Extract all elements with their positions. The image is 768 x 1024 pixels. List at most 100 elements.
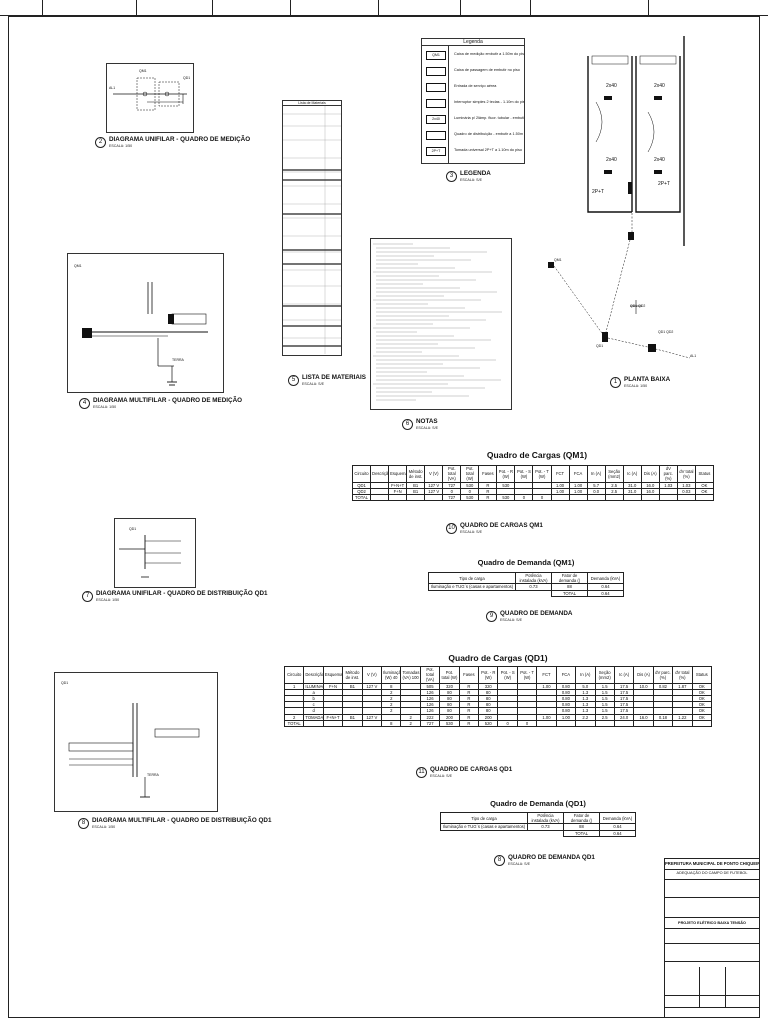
table-row: Iluminação e TUG´s (casas e apartamentos… bbox=[428, 583, 624, 591]
column-header: Fator de demanda () bbox=[551, 571, 588, 585]
table-cell bbox=[604, 493, 624, 502]
table-cell: ILUMINAÇÃO bbox=[303, 682, 324, 690]
column-header: Pot. - T (W) bbox=[532, 465, 552, 483]
column-header: Status bbox=[694, 465, 715, 483]
unifilar-qd1-svg bbox=[119, 535, 181, 578]
caption-unifilar-medicao: 2 DIAGRAMA UNIFILAR - QUADRO DE MEDIÇÃO … bbox=[95, 136, 250, 149]
table-cell: 10.0 bbox=[633, 682, 654, 690]
cargas-qd1-title: Quadro de Cargas (QD1) bbox=[448, 653, 548, 663]
qm1-label: QM1 bbox=[74, 264, 82, 268]
column-header: Pot. - R (W) bbox=[478, 666, 499, 684]
qd1-label: QD1 bbox=[183, 76, 191, 80]
table-cell: 0 bbox=[514, 493, 534, 502]
caption-cargas-qm1: 10 QUADRO DE CARGAS QM1 ESCALA: S/E bbox=[446, 522, 543, 535]
table-cell: 5.0 bbox=[575, 682, 596, 690]
caption-scale: ESCALA: S/E bbox=[416, 426, 438, 430]
table-cell bbox=[388, 493, 408, 502]
planta-label: 2x40 bbox=[606, 83, 617, 89]
table-cell: Iluminação e TUG´s (casas e apartamentos… bbox=[428, 583, 516, 591]
caption-title: LEGENDA bbox=[460, 170, 491, 177]
table-cell: OK bbox=[691, 694, 713, 703]
table-cell bbox=[370, 487, 390, 496]
table-cell: 0.80 bbox=[555, 694, 577, 703]
planta-label: 2x40 bbox=[654, 157, 665, 163]
table-cell: 0 bbox=[442, 487, 462, 496]
planta-label: 2P+T bbox=[592, 189, 605, 195]
caption-scale: ESCALA: S/E bbox=[430, 774, 452, 778]
legend-item-text: Luminária p/ 2lâmp. fluor. tubular - emb… bbox=[454, 116, 524, 120]
column-header: FCA bbox=[568, 465, 588, 483]
caption-number: 3 bbox=[446, 171, 457, 182]
table-cell: 17.5 bbox=[613, 701, 635, 709]
column-header: Iluminação (W) 40 bbox=[381, 666, 402, 684]
column-header: V (V) bbox=[361, 666, 383, 684]
table-cell: 1.3 bbox=[575, 694, 596, 703]
caption-scale: ESCALA: 1/50 bbox=[109, 144, 133, 148]
caption-number: 7 bbox=[82, 591, 93, 602]
table-cell: 2.2 bbox=[575, 713, 596, 721]
strip-divider bbox=[530, 0, 531, 16]
table-cell: 1.3 bbox=[575, 701, 596, 709]
title-block-divider bbox=[665, 961, 759, 962]
table-cell bbox=[361, 719, 383, 728]
table-cell: 2 bbox=[400, 719, 421, 728]
table-cell: 17.5 bbox=[613, 707, 635, 715]
legend-item-text: Quadro de distribuição - embutir a 1.50m… bbox=[454, 132, 524, 136]
notas-text-lines bbox=[373, 243, 502, 401]
table-cell: 0.18 bbox=[652, 713, 674, 721]
column-header: FCT bbox=[536, 666, 557, 684]
strip-divider bbox=[290, 0, 291, 16]
table-cell: OK bbox=[691, 682, 713, 690]
column-header: Fases bbox=[458, 666, 480, 684]
column-header: Potência instalada (kVA) bbox=[515, 571, 552, 585]
table-cell bbox=[633, 719, 654, 728]
caption-lista: 5 LISTA DE MATERIAIS ESCALA: S/E bbox=[288, 374, 366, 387]
table-cell: 0.80 bbox=[555, 682, 577, 690]
column-header: Pot. total (W) bbox=[460, 465, 480, 483]
column-header: dV parc. (%) bbox=[652, 666, 674, 684]
caption-title: QUADRO DE DEMANDA bbox=[500, 610, 573, 617]
column-header: Seção (mm2) bbox=[594, 666, 615, 684]
caption-scale: ESCALA: S/E bbox=[460, 530, 482, 534]
legend-symbol: 2x40 bbox=[426, 115, 446, 124]
table-cell bbox=[370, 493, 390, 502]
legend-symbol bbox=[426, 99, 446, 108]
caption-number: 2 bbox=[95, 137, 106, 148]
title-block-divider bbox=[665, 943, 759, 944]
column-header: Circuito bbox=[351, 465, 372, 483]
column-header: dV parc. (%) bbox=[658, 465, 678, 483]
table-cell: 17.5 bbox=[613, 694, 635, 703]
column-header: Potência instalada (kVA) bbox=[527, 811, 564, 825]
table-cell: TOTAL bbox=[283, 719, 305, 728]
qm1-label: QM1 bbox=[139, 69, 147, 73]
total-label: TOTAL bbox=[563, 829, 600, 837]
table-cell: R bbox=[478, 487, 498, 496]
planta-label: QD1 QD2 bbox=[658, 330, 674, 334]
table-cell: B1 bbox=[406, 481, 426, 489]
total-value: 0.64 bbox=[599, 829, 636, 837]
column-header: Pot. total (VA) bbox=[419, 666, 441, 684]
blank-cell bbox=[429, 590, 552, 596]
caption-title: PLANTA BAIXA bbox=[624, 376, 671, 383]
table-cell: 1.5 bbox=[594, 701, 615, 709]
table-cell bbox=[613, 719, 635, 728]
column-header: Circuito bbox=[283, 666, 305, 684]
table-cell bbox=[406, 493, 426, 502]
column-header: Tipo de carga bbox=[440, 811, 528, 825]
caption-scale: ESCALA: S/E bbox=[508, 862, 530, 866]
column-header: Esquema bbox=[322, 666, 344, 684]
table-cell: OK bbox=[691, 688, 713, 697]
top-strip bbox=[0, 0, 768, 16]
column-header: Pot. - R (W) bbox=[496, 465, 516, 483]
title-block-divider bbox=[699, 967, 700, 1007]
table-cell: 530 bbox=[460, 493, 480, 502]
table-cell bbox=[694, 493, 715, 502]
column-header: Pot. - T (W) bbox=[516, 666, 538, 684]
column-header: Descrição bbox=[370, 465, 390, 483]
